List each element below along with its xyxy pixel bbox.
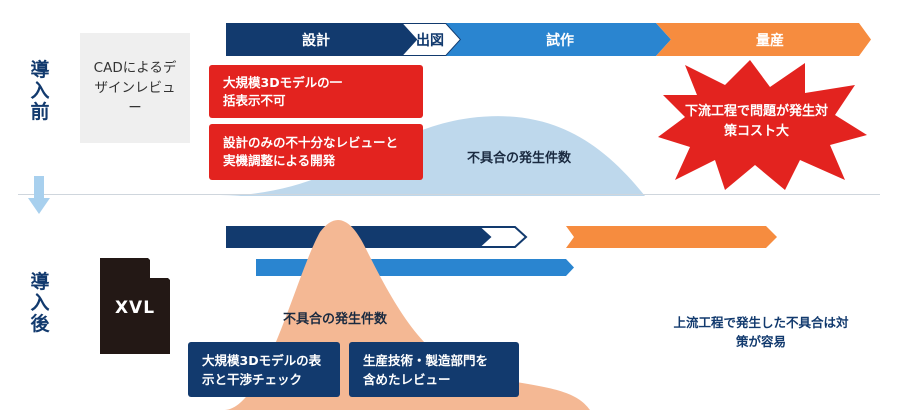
xvl-logo-text: XVL	[114, 298, 156, 318]
issue-text-1: 大規模3Dモデルの一括表示不可	[223, 74, 343, 108]
cost-warning-starburst	[658, 60, 867, 190]
xvl-file-body	[100, 258, 170, 354]
benefit-text-1: 大規模3Dモデルの表示と干渉チェック	[202, 352, 322, 387]
after-mass-bar	[566, 226, 777, 248]
benefit-box-1: 大規模3Dモデルの表示と干渉チェック	[188, 342, 340, 397]
cost-warning-text: 下流工程で問題が発生対策コスト大	[684, 104, 828, 139]
issue-text-2: 設計のみの不十分なレビューと実機調整による開発	[223, 135, 399, 168]
after-label-text: 導入後	[30, 271, 50, 335]
down-arrow-icon	[28, 176, 50, 214]
phase-drawing-label: 出図	[416, 32, 444, 49]
benefit-box-2: 生産技術・製造部門を含めたレビュー	[349, 342, 519, 397]
before-curve-label: 不具合の発生件数	[467, 151, 572, 166]
phase-prototype-label: 試作	[546, 32, 574, 49]
before-label-text: 導入前	[30, 59, 50, 123]
phase-mass-shape	[656, 23, 871, 56]
issue-box-2: 設計のみの不十分なレビューと実機調整による開発	[209, 124, 423, 180]
benefit-text-2: 生産技術・製造部門を含めたレビュー	[363, 352, 489, 387]
starburst-shape	[658, 60, 867, 190]
after-curve-label: 不具合の発生件数	[283, 312, 388, 327]
issue-box-1: 大規模3Dモデルの一括表示不可	[209, 65, 423, 118]
cad-review-text: CADによるデザインレビュー	[93, 60, 177, 116]
cad-review-box: CADによるデザインレビュー	[80, 33, 190, 143]
phase-mass-label: 量産	[756, 32, 784, 49]
after-drawing-bar	[476, 226, 528, 248]
before-label: 導入前	[27, 60, 53, 123]
xvl-file-icon	[100, 258, 170, 354]
after-result-text: 上流工程で発生した不具合は対策が容易	[673, 315, 849, 349]
before-phase-bar	[226, 23, 871, 56]
phase-design-shape	[226, 23, 416, 56]
section-divider	[18, 194, 880, 195]
after-label: 導入後	[27, 272, 53, 335]
xvl-file-fold	[150, 258, 170, 278]
phase-design-label: 設計	[302, 32, 330, 49]
phase-drawing-shape	[399, 23, 463, 56]
phase-prototype-shape	[446, 23, 671, 56]
